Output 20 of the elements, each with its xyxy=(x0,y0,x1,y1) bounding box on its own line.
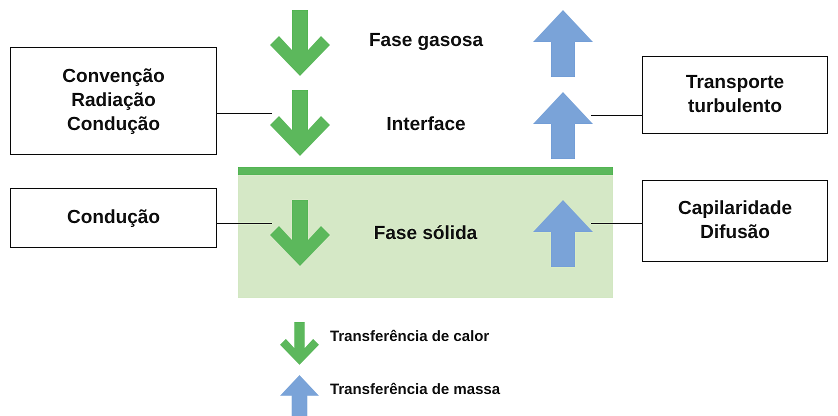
up-arrow xyxy=(533,200,593,267)
phase-label: Fase gasosa xyxy=(368,30,484,52)
down-arrow xyxy=(270,90,330,157)
up-arrow xyxy=(533,92,593,159)
text-box: Condução xyxy=(10,188,217,248)
phase-label: Interface xyxy=(385,114,467,136)
text-box: Convenção Radiação Condução xyxy=(10,47,217,155)
down-arrow xyxy=(270,10,330,77)
down-arrow xyxy=(270,200,330,267)
leader-line xyxy=(590,222,642,224)
leader-line xyxy=(216,112,272,114)
band-label: Fase sólida xyxy=(372,223,478,245)
leader-line xyxy=(590,114,642,116)
legend-label: Transferência de massa xyxy=(330,381,500,398)
text-box: Transporte turbulento xyxy=(642,56,828,134)
legend-label: Transferência de calor xyxy=(330,328,490,345)
text-box: Capilaridade Difusão xyxy=(642,180,828,262)
up-arrow xyxy=(533,10,593,77)
shaded-band xyxy=(238,175,613,298)
leader-line xyxy=(216,222,272,224)
